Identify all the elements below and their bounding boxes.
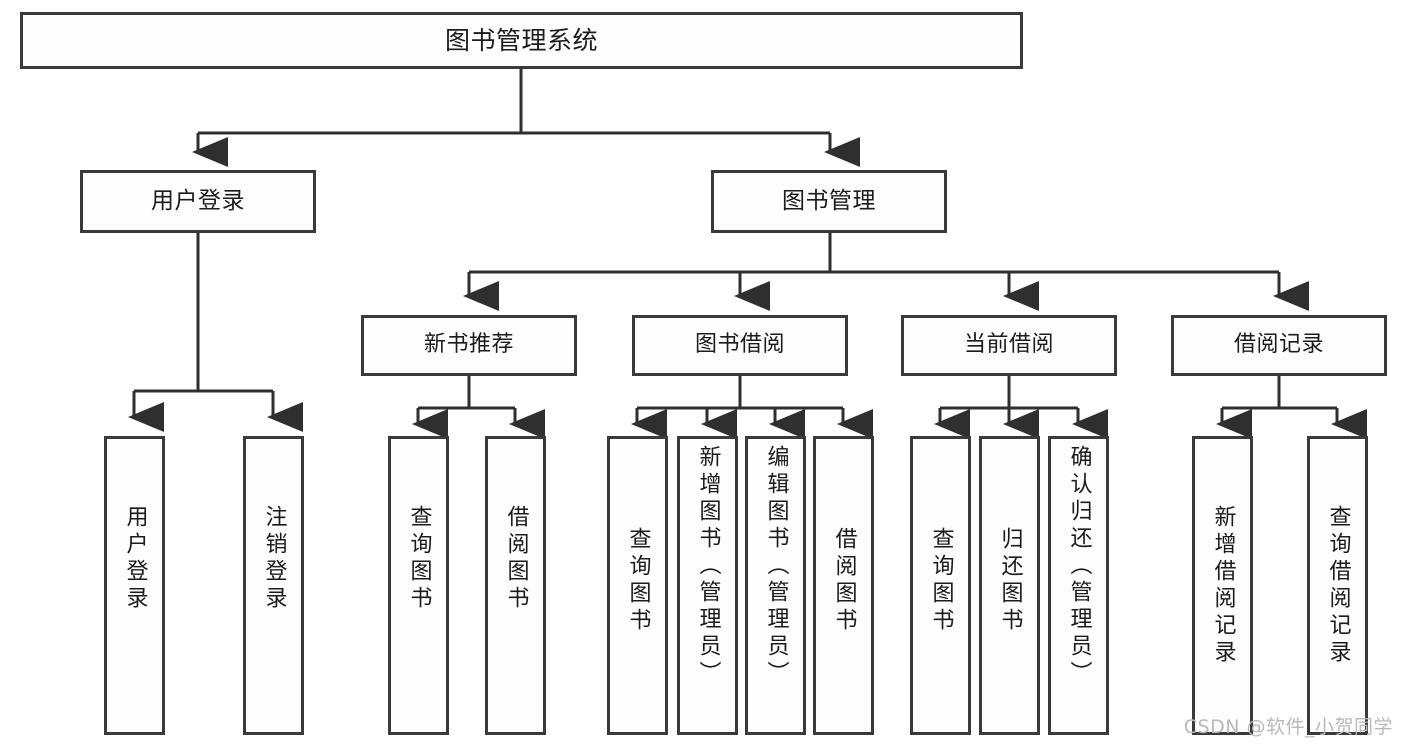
node-leaf-add-borrow-record[interactable]: 新增借阅记录 bbox=[1192, 436, 1253, 735]
node-leaf-logout[interactable]: 注销登录 bbox=[243, 436, 304, 735]
node-leaf-query-book-borrow[interactable]: 查询图书 bbox=[607, 436, 668, 735]
node-label: 查询图书 bbox=[928, 527, 954, 635]
node-label: 用户登录 bbox=[122, 505, 148, 613]
node-label: 编辑图书（管理员） bbox=[763, 445, 789, 688]
node-current-borrowing[interactable]: 当前借阅 bbox=[901, 315, 1117, 376]
node-label: 图书管理 bbox=[782, 187, 876, 214]
node-label: 图书管理系统 bbox=[444, 25, 598, 55]
node-leaf-user-login[interactable]: 用户登录 bbox=[104, 436, 165, 735]
node-label: 用户登录 bbox=[151, 187, 245, 214]
watermark-csdn: CSDN @软件_小贺同学 bbox=[1183, 716, 1393, 738]
node-book-borrowing[interactable]: 图书借阅 bbox=[632, 315, 848, 376]
node-leaf-query-book-newbook[interactable]: 查询图书 bbox=[388, 436, 449, 735]
node-leaf-query-borrow-record[interactable]: 查询借阅记录 bbox=[1307, 436, 1368, 735]
node-leaf-add-book-admin[interactable]: 新增图书（管理员） bbox=[677, 436, 738, 735]
node-label: 借阅记录 bbox=[1233, 332, 1324, 358]
node-leaf-query-book-current[interactable]: 查询图书 bbox=[910, 436, 971, 735]
node-new-book-recommendation[interactable]: 新书推荐 bbox=[361, 315, 577, 376]
node-leaf-borrow-book[interactable]: 借阅图书 bbox=[813, 436, 874, 735]
node-label: 查询图书 bbox=[625, 527, 651, 635]
node-label: 图书借阅 bbox=[694, 332, 785, 358]
node-leaf-borrow-book-newbook[interactable]: 借阅图书 bbox=[485, 436, 546, 735]
node-user-login[interactable]: 用户登录 bbox=[80, 170, 316, 233]
node-label: 借阅图书 bbox=[831, 527, 857, 635]
node-label: 归还图书 bbox=[997, 527, 1023, 635]
node-book-management[interactable]: 图书管理 bbox=[711, 170, 947, 233]
node-label: 借阅图书 bbox=[503, 505, 529, 613]
node-leaf-confirm-return-admin[interactable]: 确认归还（管理员） bbox=[1048, 436, 1109, 735]
node-label: 新增借阅记录 bbox=[1210, 505, 1236, 667]
node-borrow-record[interactable]: 借阅记录 bbox=[1171, 315, 1387, 376]
node-label: 当前借阅 bbox=[963, 332, 1054, 358]
node-leaf-edit-book-admin[interactable]: 编辑图书（管理员） bbox=[745, 436, 806, 735]
node-label: 确认归还（管理员） bbox=[1066, 445, 1092, 688]
node-label: 新增图书（管理员） bbox=[695, 445, 721, 688]
node-label: 查询图书 bbox=[406, 505, 432, 613]
node-leaf-return-book[interactable]: 归还图书 bbox=[979, 436, 1040, 735]
node-label: 查询借阅记录 bbox=[1325, 505, 1351, 667]
node-label: 新书推荐 bbox=[423, 332, 514, 358]
node-root-book-management-system[interactable]: 图书管理系统 bbox=[20, 12, 1023, 69]
node-label: 注销登录 bbox=[261, 505, 287, 613]
